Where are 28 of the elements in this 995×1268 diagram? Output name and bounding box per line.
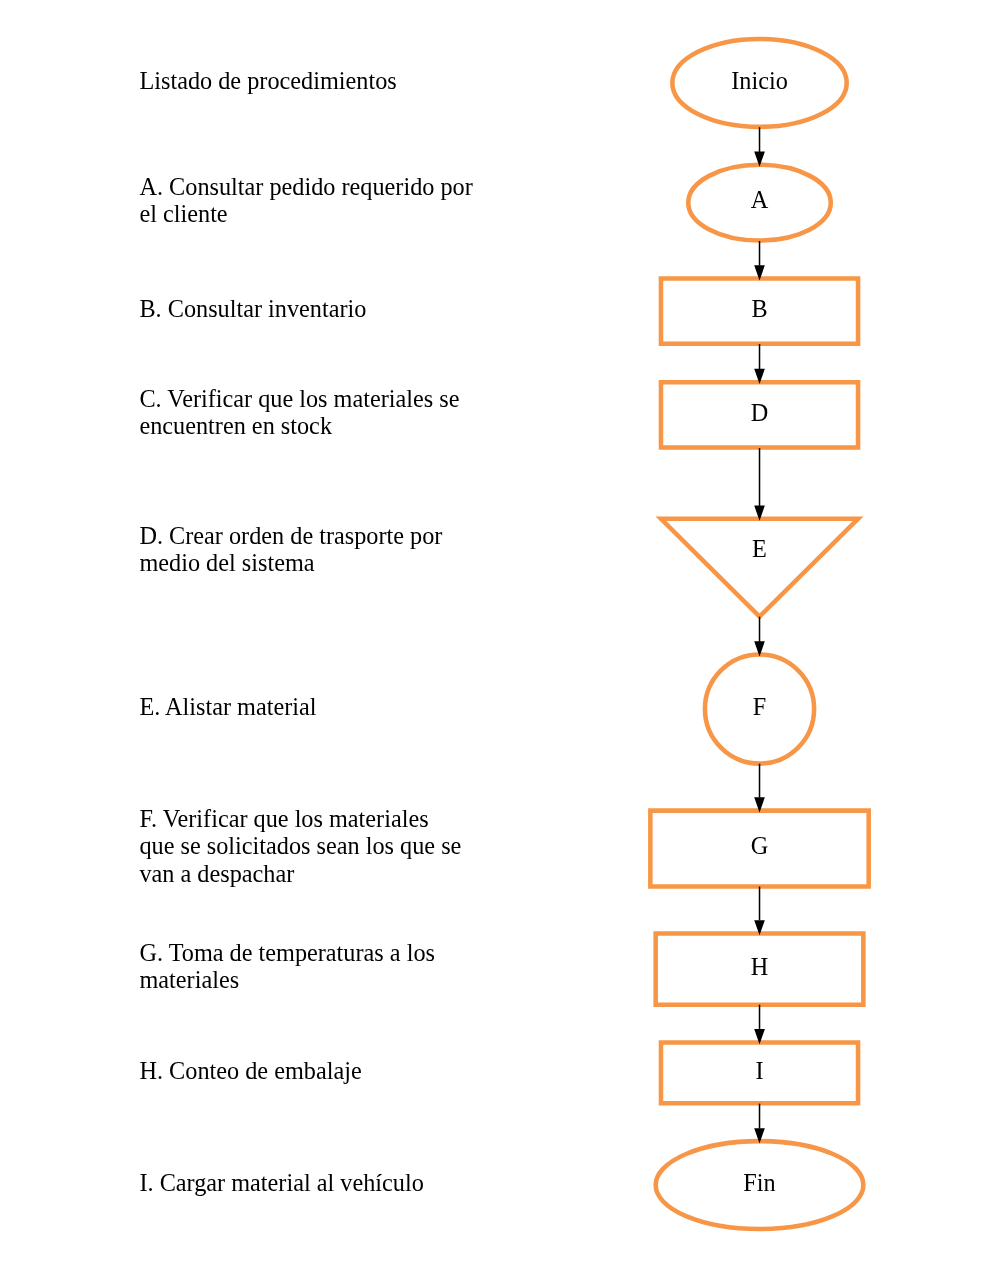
label: G. Toma de temperaturas a los materiales <box>138 939 435 994</box>
node-box: D <box>658 380 860 450</box>
node-box: G <box>647 808 871 889</box>
node-box: I <box>658 1040 860 1106</box>
label: A. Consultar pedido requerido por el cliente <box>138 172 473 228</box>
arrow <box>753 762 765 813</box>
node-circle: F <box>702 652 816 766</box>
node-box: B <box>658 276 860 346</box>
node-ellipse: Inicio <box>669 36 849 130</box>
arrow <box>753 885 765 936</box>
label: D. Crear orden de trasporte por medio del sistema <box>138 521 442 576</box>
label: F. Verificar que los materiales que se solicitados sean los que se van a despachar <box>138 805 461 887</box>
arrow <box>753 126 765 167</box>
label: E. Alistar material <box>138 692 317 720</box>
label: I. Cargar material al vehículo <box>138 1168 424 1196</box>
arrow <box>753 447 765 521</box>
arrow <box>753 1003 765 1045</box>
arrow <box>753 240 765 281</box>
arrow <box>753 1102 765 1144</box>
label: H. Conteo de embalaje <box>138 1056 362 1084</box>
label: C. Verificar que los materiales se encuentren en stock <box>138 385 460 440</box>
node-ellipse: A <box>685 162 833 243</box>
label: Listado de procedimientos <box>138 66 397 94</box>
arrow <box>753 615 765 657</box>
arrow <box>753 343 765 385</box>
node-box: H <box>652 931 866 1007</box>
label: B. Consultar inventario <box>138 294 366 322</box>
node-ellipse: Fin <box>652 1138 866 1232</box>
